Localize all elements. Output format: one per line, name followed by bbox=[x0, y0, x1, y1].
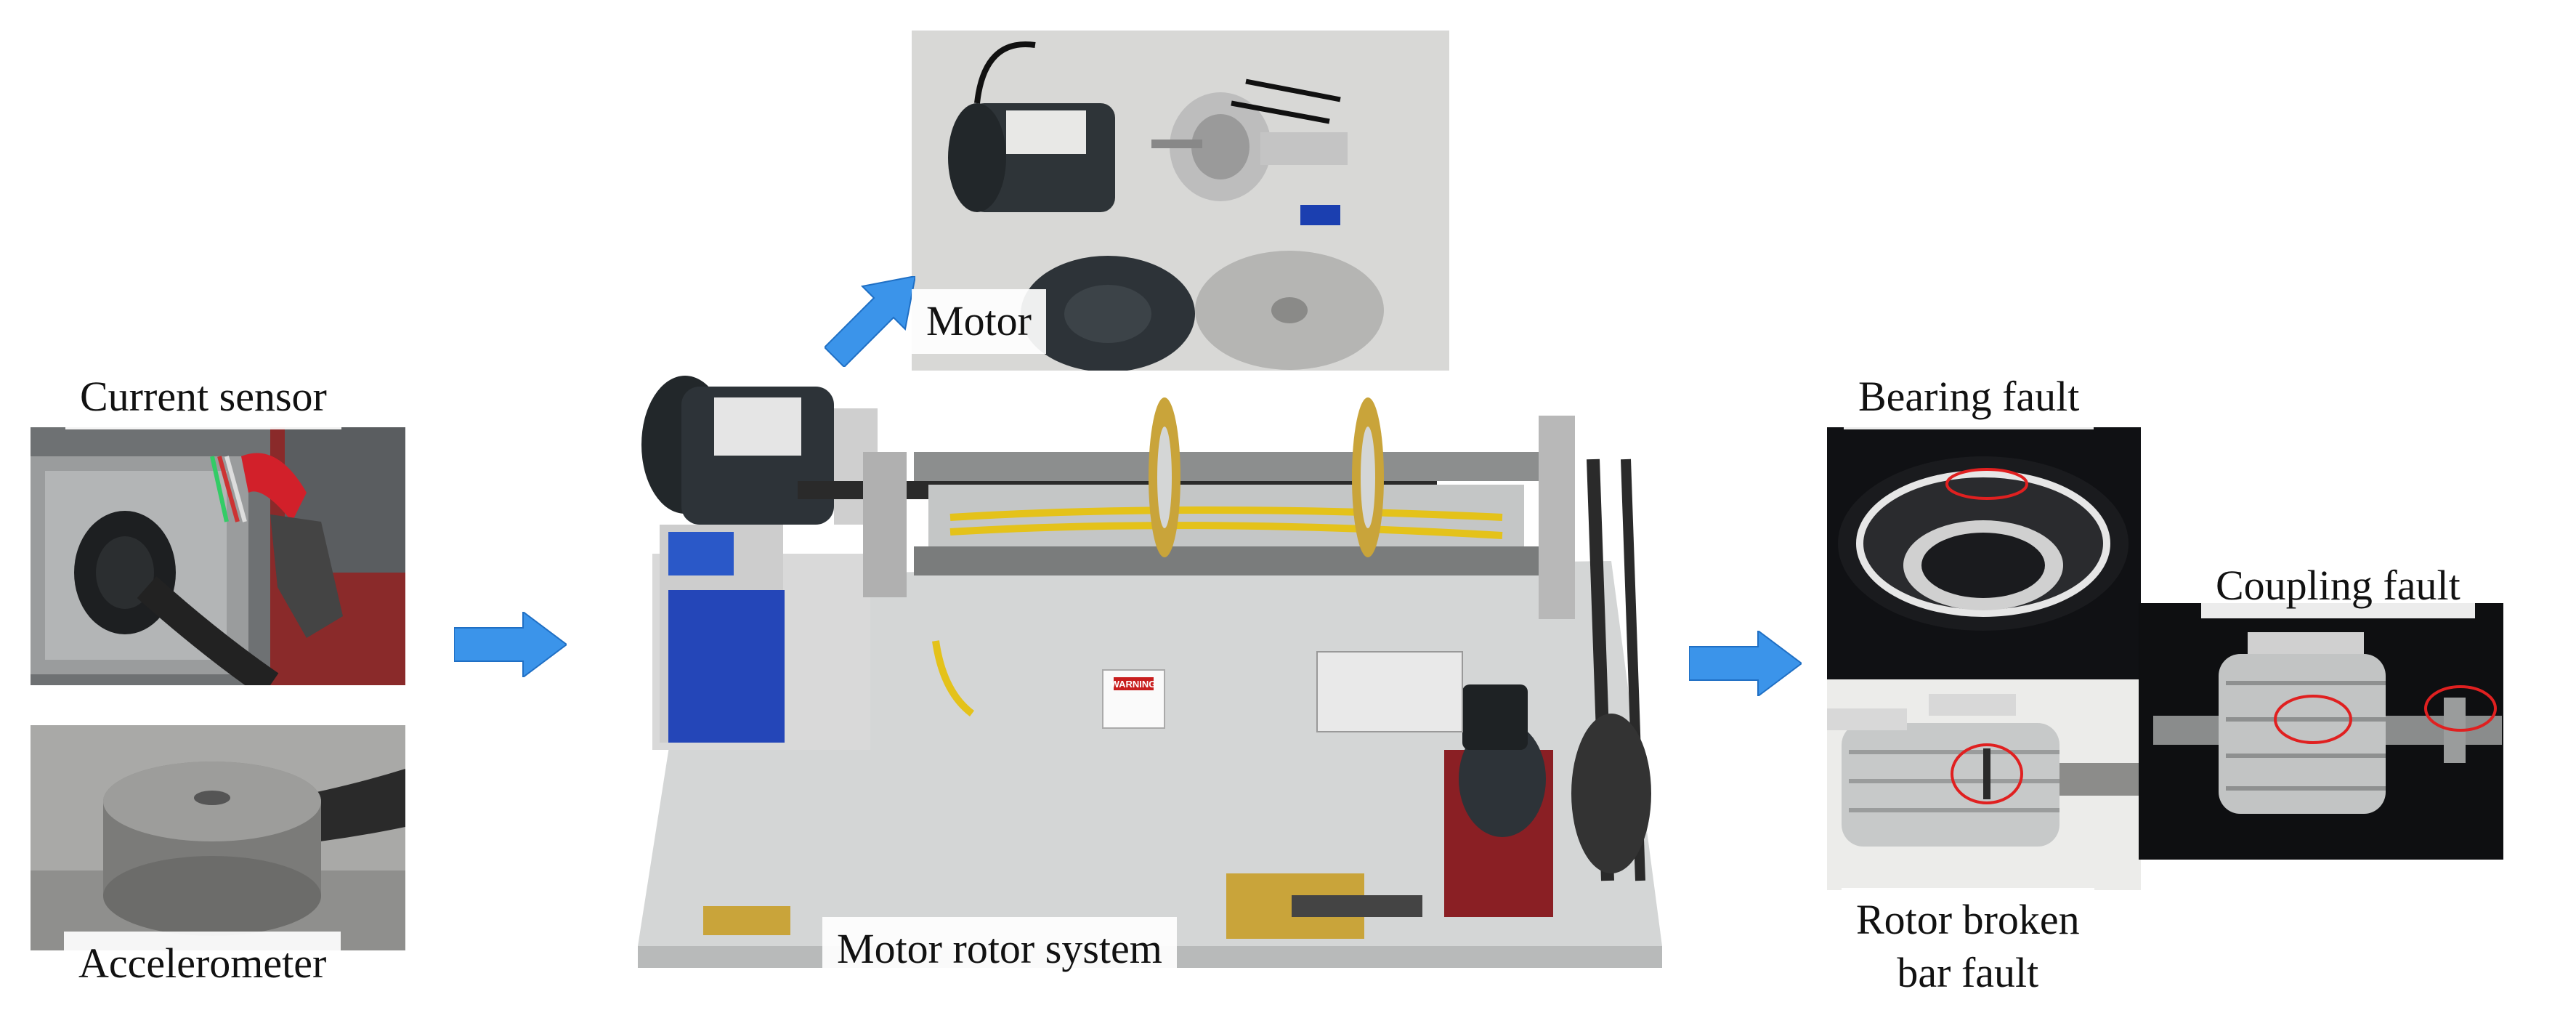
bearing-fault-photo bbox=[1827, 427, 2141, 682]
arrow-rig-to-motor bbox=[825, 276, 915, 367]
coupling-fault-photo bbox=[2139, 603, 2503, 860]
arrow-rig-to-faults bbox=[1689, 631, 1802, 696]
current-sensor-photo bbox=[31, 427, 405, 685]
rotor-broken-bar-marker bbox=[1951, 743, 2023, 804]
motor-photo bbox=[912, 31, 1449, 371]
label-current-sensor: Current sensor bbox=[65, 365, 341, 429]
label-motor: Motor bbox=[912, 289, 1046, 354]
motor-rotor-system-photo: WARNING bbox=[609, 372, 1677, 977]
label-rotor-broken-bar-line1: Rotor broken bbox=[1856, 896, 2080, 943]
warning-sign-text: WARNING bbox=[1111, 679, 1157, 690]
label-rotor-broken-bar-line2: bar fault bbox=[1897, 948, 2039, 996]
arrow-sensors-to-rig bbox=[454, 612, 567, 677]
bearing-fault-marker bbox=[1945, 468, 2028, 500]
label-rotor-broken-bar-fault: Rotor broken bar fault bbox=[1842, 888, 2094, 1005]
label-motor-rotor-system: Motor rotor system bbox=[822, 917, 1177, 982]
label-bearing-fault: Bearing fault bbox=[1844, 365, 2094, 429]
rotor-broken-bar-photo bbox=[1827, 679, 2141, 890]
label-coupling-fault: Coupling fault bbox=[2201, 554, 2475, 618]
label-accelerometer: Accelerometer bbox=[64, 932, 341, 996]
accelerometer-photo bbox=[31, 725, 405, 950]
coupling-fault-marker-2 bbox=[2424, 685, 2497, 732]
coupling-fault-marker-1 bbox=[2274, 695, 2352, 744]
